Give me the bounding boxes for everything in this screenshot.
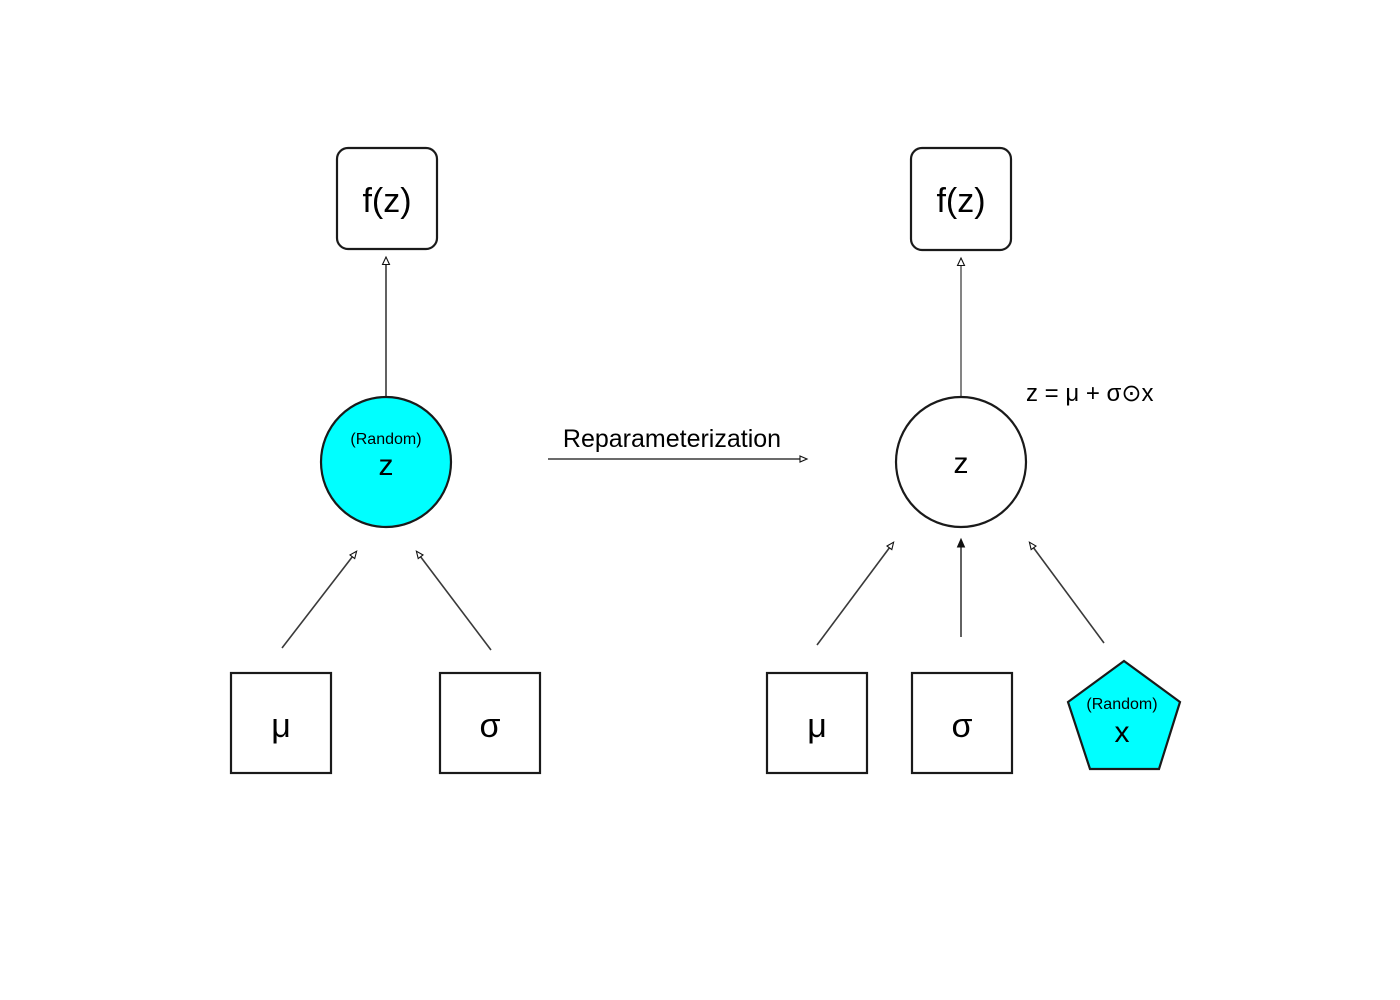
right-output-node[interactable]: f(z) xyxy=(909,146,1013,252)
left-input-sigma[interactable]: σ xyxy=(438,671,542,775)
left-mu-label: μ xyxy=(271,707,291,745)
right-sigma-box[interactable] xyxy=(910,671,1014,775)
left-output-box[interactable] xyxy=(335,146,439,251)
right-mu-label: μ xyxy=(807,707,827,745)
right-latent-label: z xyxy=(954,447,969,480)
right-input-mu[interactable]: μ xyxy=(765,671,869,775)
left-edge-sigma-to-z xyxy=(415,550,492,651)
right-x-annotation: (Random) xyxy=(1086,696,1157,713)
right-latent-node[interactable]: z xyxy=(894,395,1028,529)
right-input-x[interactable]: (Random) x xyxy=(1066,659,1182,771)
left-latent-node[interactable]: (Random) z xyxy=(319,395,453,529)
right-output-box[interactable] xyxy=(909,146,1013,252)
left-latent-label: z xyxy=(379,449,394,482)
left-latent-annotation: (Random) xyxy=(350,431,421,448)
reparameterization-equation: z = μ + σ⊙x xyxy=(1026,380,1153,407)
left-latent-circle[interactable] xyxy=(319,395,453,529)
right-mu-box[interactable] xyxy=(765,671,869,775)
left-output-node[interactable]: f(z) xyxy=(335,146,439,251)
left-panel-group: f(z) (Random) z μ σ xyxy=(229,146,542,775)
right-x-pentagon[interactable] xyxy=(1066,659,1182,771)
left-sigma-label: σ xyxy=(480,707,501,745)
left-edge-mu-to-z xyxy=(281,550,358,649)
reparameterization-label: Reparameterization xyxy=(563,425,781,453)
reparameterization-transition: Reparameterization xyxy=(548,425,809,463)
right-sigma-label: σ xyxy=(952,707,973,745)
right-output-label: f(z) xyxy=(936,182,985,220)
left-input-mu[interactable]: μ xyxy=(229,671,333,775)
right-input-sigma[interactable]: σ xyxy=(910,671,1014,775)
left-mu-box[interactable] xyxy=(229,671,333,775)
right-x-label: x xyxy=(1115,716,1130,749)
right-latent-circle[interactable] xyxy=(894,395,1028,529)
left-output-label: f(z) xyxy=(362,182,411,220)
right-edge-x-to-z xyxy=(1028,541,1105,644)
right-edge-mu-to-z xyxy=(816,541,895,646)
right-panel-group: f(z) z z = μ + σ⊙x μ xyxy=(765,146,1182,775)
left-sigma-box[interactable] xyxy=(438,671,542,775)
